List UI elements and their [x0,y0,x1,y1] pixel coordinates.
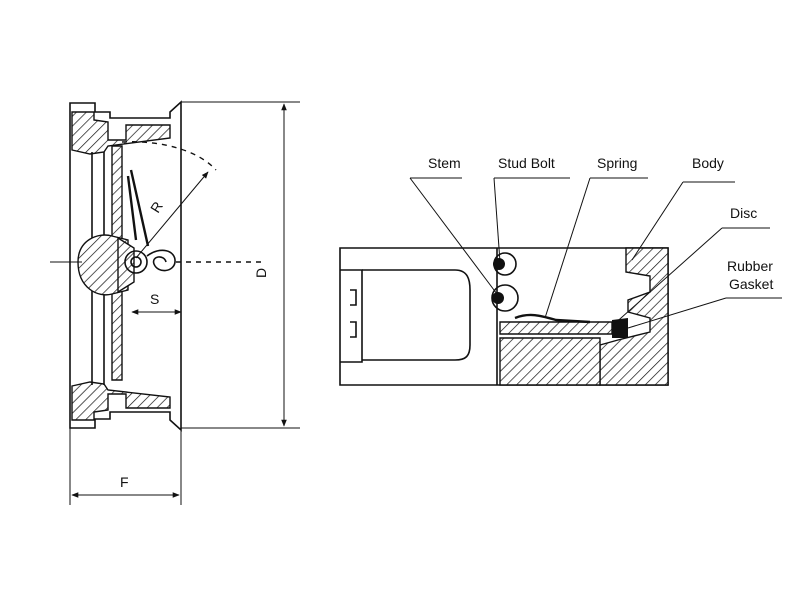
dimension-s: S [150,291,159,307]
label-stem: Stem [428,155,461,171]
cross-section-view: Stem Stud Bolt Spring Body Disc Rubber G… [339,155,782,386]
label-rubber: Rubber [727,258,773,274]
seat-hatched [499,337,601,386]
spring-coil [146,249,176,272]
rubber-gasket [612,318,628,338]
label-stud-bolt: Stud Bolt [498,155,555,171]
bottom-flange [71,381,171,421]
leader-body [631,181,684,261]
radius-arc [121,141,217,171]
stem-inner [130,256,142,268]
dimension-f: F [120,474,129,490]
label-disc: Disc [730,205,757,221]
leader-stem [409,177,501,299]
leader-gasket [627,297,727,329]
left-channel-inner [362,269,471,361]
body-hatched [599,247,669,386]
stem-circle [124,250,148,274]
leader-disc [611,227,723,327]
dimension-r: R [147,199,166,216]
left-steps [350,289,357,338]
leader-stud-bolt [493,177,501,263]
side-section-view: R S D F [50,100,300,505]
label-gasket: Gasket [729,276,773,292]
label-spring: Spring [597,155,637,171]
label-body: Body [692,155,724,171]
radius-arrow [135,171,209,259]
spring-arm [126,169,150,247]
disc-plate [499,321,613,335]
leader-spring [544,177,591,319]
left-channel [340,269,363,363]
stud-bolt [493,258,505,270]
spring-line [514,313,591,324]
stem [492,292,504,304]
dimension-d: D [253,268,269,278]
